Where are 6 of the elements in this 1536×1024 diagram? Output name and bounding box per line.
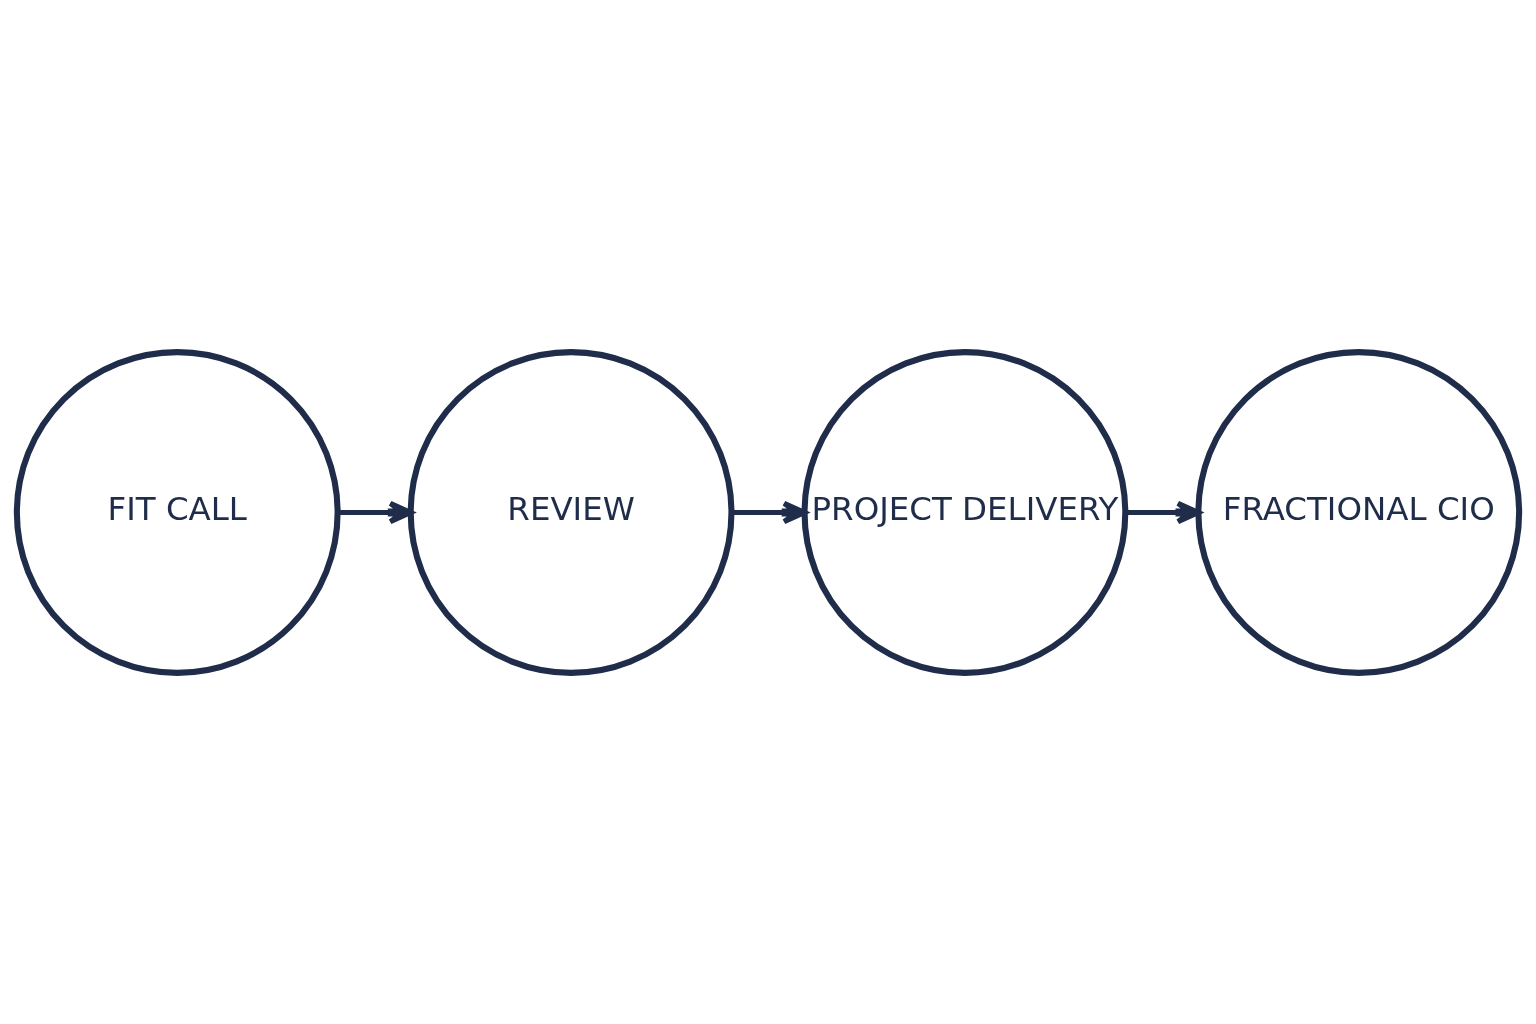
node-circle: REVIEW bbox=[407, 348, 735, 676]
arrow bbox=[731, 500, 808, 524]
node-circle: FRACTIONAL CIO bbox=[1195, 348, 1523, 676]
node-circle: FIT CALL bbox=[13, 348, 341, 676]
node-circle: PROJECT DELIVERY bbox=[801, 348, 1129, 676]
arrow bbox=[337, 500, 414, 524]
